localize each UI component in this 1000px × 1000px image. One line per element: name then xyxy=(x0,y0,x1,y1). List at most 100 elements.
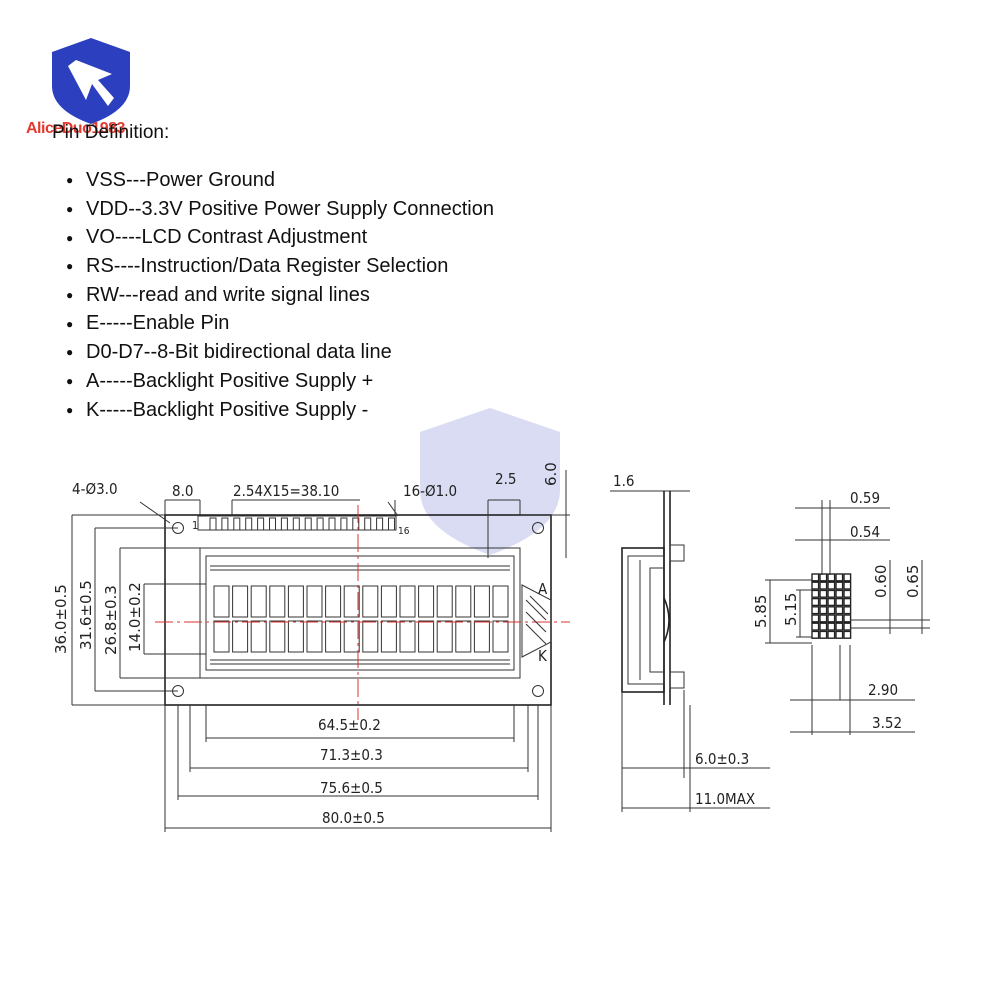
list-item: ●VSS---Power Ground xyxy=(66,169,275,191)
header-pin xyxy=(388,517,395,531)
hole-dim: 4-Ø3.0 xyxy=(72,480,118,498)
char-cell xyxy=(436,585,453,618)
brand-shield-icon xyxy=(52,38,130,124)
char-cell xyxy=(473,620,490,653)
list-item: ●RW---read and write signal lines xyxy=(66,283,370,306)
char-cell xyxy=(343,620,360,653)
cathode-label: K xyxy=(538,647,548,665)
char-pitch-h-dim: 5.85 xyxy=(752,595,770,628)
char-cell xyxy=(269,620,286,653)
header-pin xyxy=(233,517,241,531)
dot-h-dim: 0.60 xyxy=(872,565,890,598)
header-pin xyxy=(328,517,336,531)
char-cell xyxy=(380,585,397,618)
pin1-label: 1 xyxy=(192,519,198,532)
dot xyxy=(827,589,836,598)
dot xyxy=(827,630,836,639)
top-height-dim: 6.0 xyxy=(542,462,560,486)
header-pin xyxy=(340,517,348,531)
dot xyxy=(827,597,836,607)
view-area xyxy=(205,555,515,671)
pcb-thickness-dim: 1.6 xyxy=(613,472,634,490)
dot xyxy=(843,614,852,623)
char-cell xyxy=(232,620,249,653)
char-cell xyxy=(250,620,267,653)
char-cell xyxy=(418,585,435,618)
char-cell xyxy=(250,585,267,618)
char-cell xyxy=(436,620,453,653)
char-cell xyxy=(455,620,472,653)
dot xyxy=(835,630,844,639)
dot xyxy=(819,589,828,598)
dot xyxy=(835,581,844,590)
dot xyxy=(811,597,820,607)
char-cell xyxy=(362,585,379,618)
pin-offset-dim: 8.0 xyxy=(172,482,193,500)
height-holes-dim: 31.6±0.5 xyxy=(77,580,95,650)
dot xyxy=(811,614,820,623)
header-pin xyxy=(280,517,288,531)
dot xyxy=(819,622,828,631)
dot xyxy=(827,606,836,615)
dot xyxy=(827,614,836,623)
char-h-dim: 5.15 xyxy=(782,593,800,626)
height-window-dim: 26.8±0.3 xyxy=(102,585,120,655)
list-item: ●D0-D7--8-Bit bidirectional data line xyxy=(66,341,392,364)
header-pin xyxy=(376,517,384,531)
list-item: ●VDD--3.3V Positive Power Supply Connect… xyxy=(66,197,494,220)
char-cell xyxy=(492,620,509,653)
dot xyxy=(827,581,836,590)
mount-hole xyxy=(532,685,544,697)
dot xyxy=(835,573,844,582)
character-grid xyxy=(213,585,509,653)
width-x-dim: 0.54 xyxy=(850,523,880,541)
watermark xyxy=(420,408,560,555)
char-cell xyxy=(287,620,304,653)
pin-definition-list: ●VSS---Power Ground ●VDD--3.3V Positive … xyxy=(66,166,494,424)
height-char-dim: 14.0±0.2 xyxy=(126,582,144,652)
char-cell xyxy=(399,585,416,618)
header-pin xyxy=(221,517,229,531)
header-pin xyxy=(269,517,276,531)
char-cell xyxy=(287,585,304,618)
pin-header-pins xyxy=(209,517,395,531)
dot xyxy=(843,573,852,582)
pin-definition-title: Pin Definition: xyxy=(52,122,170,143)
header-pin xyxy=(209,517,217,531)
dot xyxy=(843,622,852,631)
char-cell xyxy=(232,585,249,618)
list-item: ●VO----LCD Contrast Adjustment xyxy=(66,226,368,249)
header-pin xyxy=(352,517,360,531)
list-item: ●E-----Enable Pin xyxy=(66,312,230,335)
dot-matrix xyxy=(811,573,852,639)
character-detail: 0.59 0.54 5.85 5.15 0.60 0.65 2.90 3.52 xyxy=(752,489,930,735)
dot xyxy=(835,622,844,631)
width-window-dim: 71.3±0.3 xyxy=(320,746,383,764)
pitch-x-dim: 0.59 xyxy=(850,489,880,507)
dot xyxy=(811,630,820,639)
char-w-dim: 2.90 xyxy=(868,681,898,699)
dot xyxy=(811,589,820,598)
list-item: ●A-----Backlight Positive Supply + xyxy=(66,369,374,392)
dot xyxy=(819,597,828,607)
pin16-label: 16 xyxy=(398,526,410,537)
dot xyxy=(811,606,820,615)
window-frame xyxy=(199,547,521,679)
dot xyxy=(835,589,844,598)
width-holes-dim: 75.6±0.5 xyxy=(320,779,383,797)
dot xyxy=(811,581,820,590)
char-cell xyxy=(306,585,323,618)
dot xyxy=(819,581,828,590)
dot xyxy=(843,581,852,590)
char-cell xyxy=(455,585,472,618)
char-cell xyxy=(418,620,435,653)
dot xyxy=(827,622,836,631)
dot xyxy=(827,573,836,582)
mount-hole xyxy=(532,522,544,534)
header-pin xyxy=(292,517,300,531)
front-view: 1 16 A K 4-Ø3.0 8.0 2.54X15=38.10 16-Ø1.… xyxy=(52,462,570,832)
dot xyxy=(811,622,820,631)
char-cell xyxy=(473,585,490,618)
module-depth-dim: 6.0±0.3 xyxy=(695,750,749,768)
